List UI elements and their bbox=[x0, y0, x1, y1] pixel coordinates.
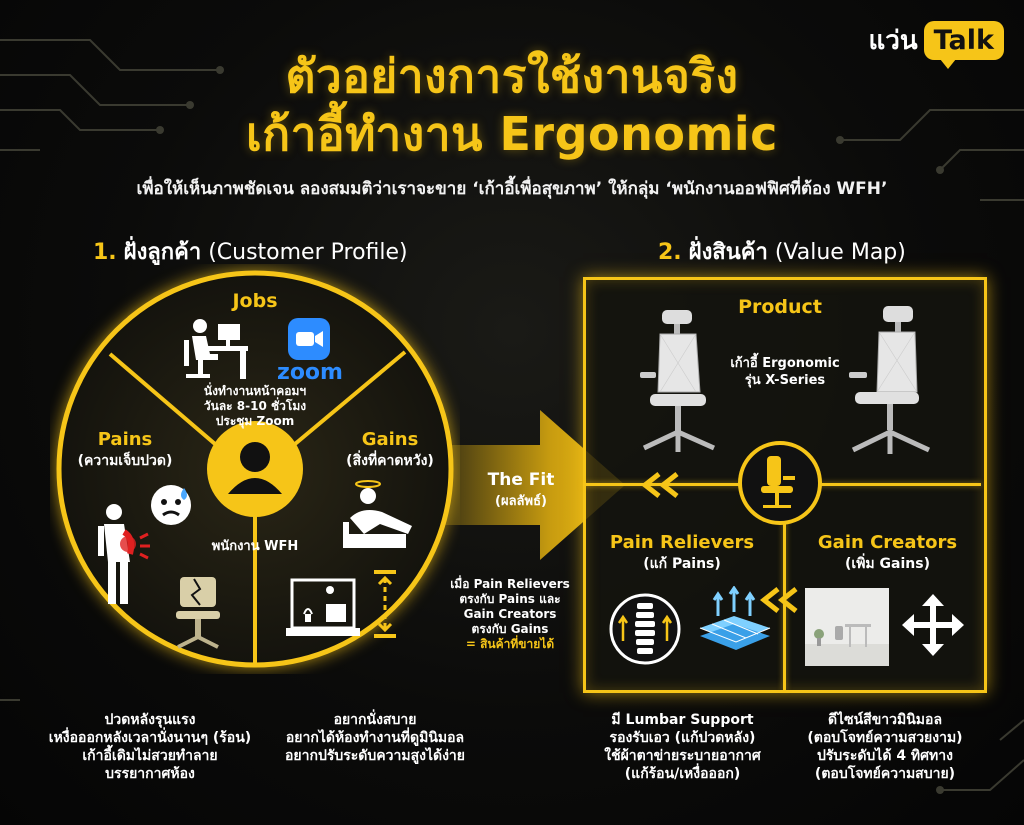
pains-caption-line-3: เก้าอี้เดิมไม่สวยทำลาย bbox=[82, 748, 218, 764]
gains-title: Gains bbox=[361, 429, 419, 450]
pains-label: Pains (ความเจ็บปวด) bbox=[60, 429, 190, 472]
fit-note: เมื่อ Pain Relievers ตรงกับ Pains และ Ga… bbox=[440, 577, 580, 652]
customer-heading-number: 1. bbox=[93, 240, 117, 265]
page-subtitle: เพื่อให้เห็นภาพชัดเจน ลองสมมติว่าเราจะขา… bbox=[136, 179, 888, 199]
double-chevron-left-icon-2 bbox=[759, 587, 798, 613]
fit-note-result: = สินค้าที่ขายได้ bbox=[465, 637, 555, 651]
gain-creators-caption-line-4: (ตอบโจทย์ความสบาย) bbox=[814, 766, 956, 782]
gains-subtitle: (สิ่งที่คาดหวัง) bbox=[346, 453, 434, 469]
customer-heading-en: (Customer Profile) bbox=[208, 240, 408, 265]
zoom-wordmark: zoom bbox=[277, 360, 343, 385]
gain-creators-caption-line-2: (ตอบโจทย์ความสวยงาม) bbox=[807, 730, 963, 746]
value-map-divider-v bbox=[783, 483, 786, 690]
center-persona-label: พนักงาน WFH bbox=[211, 539, 299, 554]
four-way-arrows-icon bbox=[902, 594, 964, 656]
pain-relievers-caption-line-2: รองรับเอว (แก้ปวดหลัง) bbox=[609, 730, 756, 746]
pain-relievers-subtitle: (แก้ Pains) bbox=[643, 556, 721, 572]
gain-creators-label: Gain Creators (เพิ่ม Gains) bbox=[800, 532, 975, 575]
office-chair-icon-side bbox=[849, 306, 931, 454]
customer-profile-heading: 1. ฝั่งลูกค้า (Customer Profile) bbox=[93, 234, 408, 269]
value-map-heading-number: 2. bbox=[658, 240, 682, 265]
back-pain-icon bbox=[98, 504, 150, 604]
gain-creators-caption: ดีไซน์สีขาวมินิมอล (ตอบโจทย์ความสวยงาม) … bbox=[790, 711, 980, 783]
pain-relievers-label: Pain Relievers (แก้ Pains) bbox=[597, 532, 767, 575]
fit-arrow-icon bbox=[440, 410, 625, 560]
value-map-heading-en: (Value Map) bbox=[774, 240, 906, 265]
pains-caption: ปวดหลังรุนแรง เหงื่อออกหลังเวลานั่งนานๆ … bbox=[30, 711, 270, 783]
pain-relievers-caption-line-3: ใช้ผ้าตาข่ายระบายอากาศ bbox=[604, 748, 761, 764]
office-chair-badge-icon bbox=[738, 441, 822, 525]
jobs-line-1: นั่งทำงานหน้าคอมฯ bbox=[203, 384, 307, 398]
pains-caption-line-1: ปวดหลังรุนแรง bbox=[104, 712, 196, 728]
pain-relievers-title: Pain Relievers bbox=[609, 532, 755, 553]
pains-title: Pains bbox=[97, 429, 153, 450]
gain-creators-caption-line-3: ปรับระดับได้ 4 ทิศทาง bbox=[817, 748, 953, 764]
fit-note-line-3: Gain Creators bbox=[463, 607, 557, 621]
jobs-title: Jobs bbox=[232, 290, 278, 312]
fit-note-line-1: เมื่อ Pain Relievers bbox=[450, 577, 570, 591]
value-map-heading-thai: ฝั่งสินค้า bbox=[688, 240, 768, 265]
gains-caption-line-3: อยากปรับระดับความสูงได้ง่าย bbox=[285, 748, 465, 764]
logo-talk-badge: Talk bbox=[923, 21, 1004, 69]
gains-caption-line-1: อยากนั่งสบาย bbox=[333, 712, 417, 728]
gain-creators-title: Gain Creators bbox=[817, 532, 958, 553]
fit-note-line-4: ตรงกับ Gains bbox=[471, 622, 549, 636]
fit-subtitle: (ผลลัพธ์) bbox=[495, 494, 547, 509]
customer-profile-circle bbox=[56, 270, 454, 668]
gains-caption-line-2: อยากได้ห้องทำงานที่ดูมินิมอล bbox=[285, 730, 465, 746]
minimal-office-photo bbox=[805, 588, 889, 666]
product-title: Product bbox=[738, 296, 822, 318]
product-line-2: รุ่น X-Series bbox=[744, 373, 826, 388]
gains-label: Gains (สิ่งที่คาดหวัง) bbox=[330, 429, 450, 472]
jobs-line-2: วันละ 8-10 ชั่วโมง bbox=[203, 399, 307, 413]
pain-relievers-caption-line-4: (แก้ร้อน/เหงื่อออก) bbox=[624, 766, 741, 782]
gain-creators-caption-line-1: ดีไซน์สีขาวมินิมอล bbox=[827, 712, 943, 728]
product-line-1: เก้าอี้ Ergonomic bbox=[730, 356, 840, 371]
person-at-desk-icon bbox=[184, 319, 248, 379]
pains-caption-line-2: เหงื่อออกหลังเวลานั่งนานๆ (ร้อน) bbox=[48, 730, 252, 746]
relaxing-person-icon bbox=[343, 480, 412, 548]
pains-caption-line-4: บรรยากาศห้อง bbox=[105, 766, 195, 782]
spine-icon bbox=[609, 593, 681, 665]
product-description: เก้าอี้ Ergonomic รุ่น X-Series bbox=[710, 355, 860, 389]
brand-logo: แว่น Talk bbox=[868, 20, 1004, 69]
fit-note-line-2: ตรงกับ Pains และ bbox=[459, 592, 561, 606]
mesh-airflow-icon bbox=[699, 586, 771, 650]
minimal-room-icon bbox=[286, 578, 360, 636]
zoom-logo-icon bbox=[288, 318, 330, 360]
pain-relievers-caption: มี Lumbar Support รองรับเอว (แก้ปวดหลัง)… bbox=[590, 711, 775, 783]
height-adjust-icon bbox=[374, 570, 396, 638]
jobs-line-3: ประชุม Zoom bbox=[215, 414, 295, 428]
sweating-face-icon bbox=[151, 485, 191, 525]
broken-chair-icon bbox=[176, 577, 220, 649]
gains-caption: อยากนั่งสบาย อยากได้ห้องทำงานที่ดูมินิมอ… bbox=[275, 711, 475, 765]
customer-heading-thai: ฝั่งลูกค้า bbox=[123, 240, 202, 265]
fit-title: The Fit bbox=[487, 470, 555, 490]
double-chevron-left-icon bbox=[640, 472, 679, 498]
jobs-description: นั่งทำงานหน้าคอมฯ วันละ 8-10 ชั่วโมง ประ… bbox=[185, 384, 325, 429]
pain-relievers-caption-line-1: มี Lumbar Support bbox=[611, 712, 754, 728]
page-title-line-2: เก้าอี้ทำงาน Ergonomic bbox=[246, 107, 778, 161]
fit-label: The Fit (ผลลัพธ์) bbox=[466, 470, 576, 511]
value-map-heading: 2. ฝั่งสินค้า (Value Map) bbox=[658, 234, 906, 269]
logo-thai-text: แว่น bbox=[868, 26, 918, 56]
page-title-line-1: ตัวอย่างการใช้งานจริง bbox=[285, 49, 739, 103]
office-chair-icon bbox=[640, 310, 716, 452]
pains-subtitle: (ความเจ็บปวด) bbox=[77, 453, 173, 469]
gain-creators-subtitle: (เพิ่ม Gains) bbox=[845, 556, 930, 572]
